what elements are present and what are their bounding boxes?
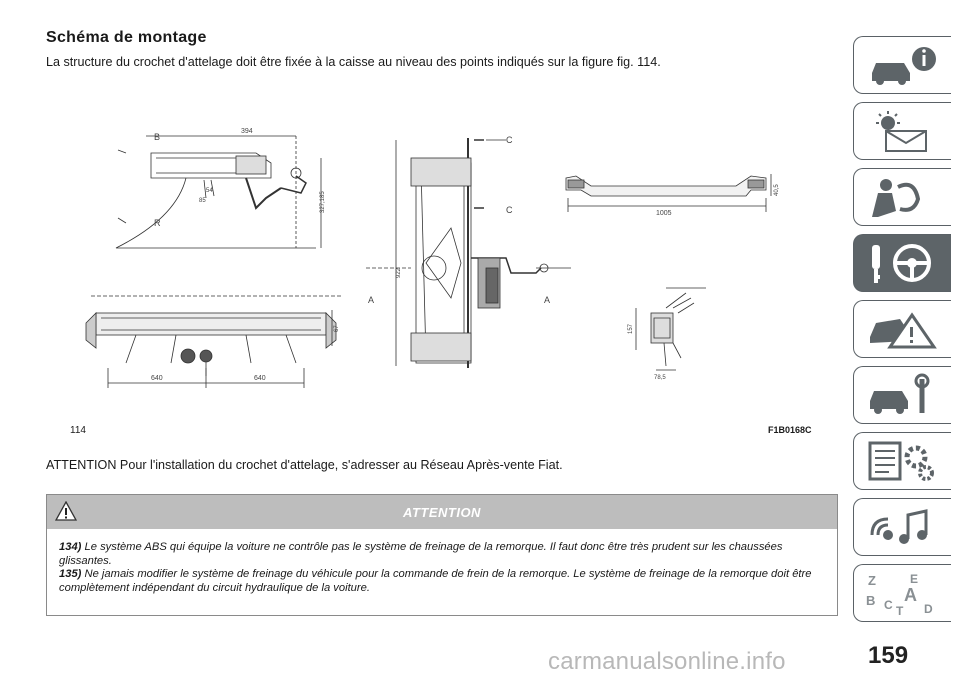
alphabetical-index-icon: Z E B A C T D — [866, 572, 933, 615]
multimedia-music-icon — [870, 509, 928, 544]
warning-header: ATTENTION — [47, 495, 837, 529]
attention-note: ATTENTION Pour l'installation du crochet… — [46, 458, 563, 472]
dim-640-left: 640 — [151, 375, 163, 382]
warning-box: ATTENTION 134) Le système ABS qui équipe… — [46, 494, 838, 616]
index-letter: D — [924, 602, 933, 615]
warning-item-text: Ne jamais modifier le système de freinag… — [59, 568, 812, 594]
warning-item: 135) Ne jamais modifier le système de fr… — [59, 568, 825, 595]
crossbar-drawing — [565, 174, 772, 212]
tab-car-info[interactable] — [853, 36, 951, 94]
rear-view-drawing — [85, 295, 341, 388]
label-r: R — [154, 218, 161, 228]
watermark: carmanualsonline.info — [548, 648, 786, 675]
tab-warning-lights[interactable] — [853, 102, 951, 160]
dim-85: 85 — [199, 198, 206, 204]
index-letter: T — [896, 604, 904, 615]
tab-maintenance[interactable] — [853, 366, 951, 424]
top-view-drawing — [366, 138, 571, 368]
warning-lights-mail-icon — [876, 111, 927, 152]
warning-triangle-icon — [55, 501, 77, 521]
tab-index[interactable]: Z E B A C T D — [853, 564, 951, 622]
car-maintenance-wrench-icon — [870, 373, 930, 414]
index-letter: A — [904, 585, 917, 605]
tow-hitch-diagram: B R 394 54 85 327,185 640 640 67 — [66, 118, 810, 442]
index-letter: C — [884, 598, 893, 612]
warning-item-id: 135) — [59, 568, 82, 581]
dim-327: 327,185 — [320, 191, 326, 213]
label-a-right: A — [544, 295, 550, 305]
dim-67: 67 — [334, 325, 340, 332]
figure-code: F1B0168C — [768, 425, 812, 435]
tab-multimedia[interactable] — [853, 498, 951, 556]
warning-item-text: Le système ABS qui équipe la voiture ne … — [59, 541, 783, 567]
intro-paragraph: La structure du crochet d'attelage doit … — [46, 55, 661, 69]
key-steering-wheel-icon — [872, 244, 931, 283]
dim-922: 922 — [396, 267, 402, 278]
index-letter: Z — [868, 573, 876, 588]
dim-157: 157 — [628, 323, 634, 334]
index-letter: E — [910, 572, 918, 586]
side-view-drawing — [115, 135, 322, 249]
warning-item-id: 134) — [59, 541, 82, 553]
page-number: 159 — [868, 642, 909, 669]
detail-section-drawing — [635, 287, 706, 371]
warning-heading: ATTENTION — [403, 505, 481, 520]
section-title: Schéma de montage — [46, 29, 207, 46]
dim-40-5: 40,5 — [774, 184, 780, 196]
car-info-icon — [872, 47, 936, 85]
dim-394: 394 — [241, 128, 253, 135]
tab-specifications[interactable] — [853, 432, 951, 490]
label-a-left: A — [368, 295, 374, 305]
label-c-mid: C — [506, 205, 513, 215]
car-accident-warning-icon — [870, 312, 937, 349]
figure-number: 114 — [70, 425, 86, 436]
warning-item: 134) Le système ABS qui équipe la voitur… — [59, 541, 825, 568]
tab-emergency[interactable] — [853, 300, 951, 358]
dim-640-right: 640 — [254, 375, 266, 382]
seat-airbag-icon — [872, 179, 921, 217]
warning-body: 134) Le système ABS qui équipe la voitur… — [47, 529, 837, 595]
label-c-top: C — [506, 135, 513, 145]
dim-54: 54 — [206, 188, 213, 194]
tab-starting-driving[interactable] — [853, 234, 951, 292]
dim-1005: 1005 — [656, 210, 672, 217]
label-b: B — [154, 132, 160, 142]
dim-78-5: 78,5 — [654, 375, 666, 381]
specifications-gears-icon — [868, 441, 934, 481]
index-letter: B — [866, 593, 875, 608]
tab-safety[interactable] — [853, 168, 951, 226]
